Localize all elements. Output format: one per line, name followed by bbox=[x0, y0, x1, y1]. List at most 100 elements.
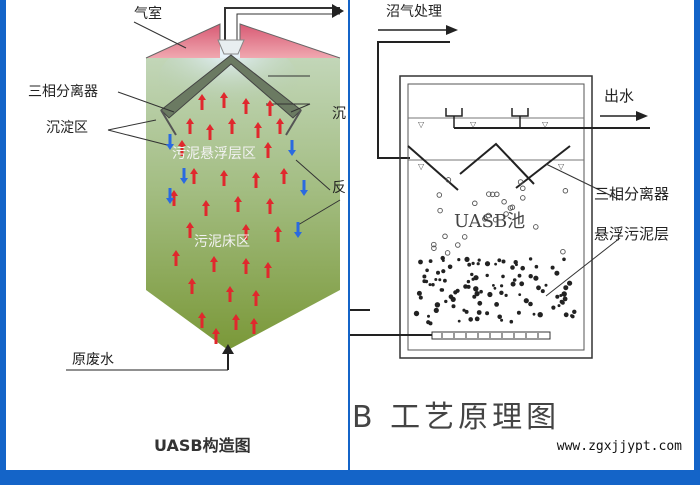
sludge-dot-45 bbox=[540, 289, 545, 294]
sludge-dot-15 bbox=[555, 294, 560, 299]
sludge-dot-81 bbox=[563, 285, 569, 291]
svg-text:▽: ▽ bbox=[558, 162, 565, 171]
up-arrow-icon-18 bbox=[266, 198, 274, 214]
bubble-5 bbox=[461, 234, 468, 240]
sludge-dot-46 bbox=[557, 304, 561, 308]
sludge-dot-64 bbox=[501, 274, 505, 279]
uasb-structure-panel: 气室 三相分离器 沉淀区 污泥悬浮层区 污泥床区 原废水 沉 反 UASB构造图 bbox=[6, 0, 348, 470]
biogas-pipe bbox=[377, 41, 450, 159]
sludge-dot-13 bbox=[472, 294, 477, 299]
bubble-14 bbox=[482, 216, 488, 222]
label-effluent: 出水 bbox=[604, 87, 635, 105]
sludge-dot-33 bbox=[425, 268, 429, 273]
sludge-dot-27 bbox=[428, 283, 432, 287]
bubble-6 bbox=[517, 179, 524, 185]
sludge-dot-76 bbox=[504, 293, 508, 297]
up-arrow-icon-5 bbox=[206, 124, 214, 140]
sludge-dot-31 bbox=[517, 273, 522, 278]
sludge-dot-102 bbox=[434, 278, 438, 281]
sludge-dot-91 bbox=[493, 286, 497, 290]
label-cut-right-1: 沉 bbox=[332, 106, 346, 122]
sludge-dot-19 bbox=[554, 270, 560, 276]
uasb-structure-diagram bbox=[66, 4, 344, 371]
sludge-dot-90 bbox=[494, 262, 497, 266]
effluent-arrow-icon bbox=[636, 111, 648, 121]
sludge-dot-104 bbox=[500, 318, 504, 322]
sludge-dot-26 bbox=[440, 255, 445, 261]
bubble-15 bbox=[520, 195, 526, 201]
sludge-dot-77 bbox=[476, 310, 482, 315]
sludge-dot-100 bbox=[510, 265, 515, 270]
sludge-dot-79 bbox=[476, 262, 480, 266]
gas-bubbles bbox=[431, 177, 569, 256]
sludge-dot-78 bbox=[499, 290, 504, 295]
sludge-dot-67 bbox=[567, 280, 573, 286]
bubble-24 bbox=[509, 204, 516, 211]
sludge-dot-11 bbox=[477, 300, 483, 306]
sludge-dot-25 bbox=[462, 308, 466, 312]
sludge-dot-50 bbox=[464, 256, 470, 262]
sludge-dot-107 bbox=[467, 262, 472, 267]
left-caption: UASB构造图 bbox=[154, 436, 251, 455]
sludge-dot-84 bbox=[422, 279, 427, 284]
distributor-holes bbox=[441, 333, 539, 338]
sludge-dot-56 bbox=[559, 294, 563, 297]
inlet-arrow-icon bbox=[222, 344, 234, 354]
up-arrow-icon-30 bbox=[232, 314, 240, 330]
sludge-dot-42 bbox=[516, 310, 521, 315]
bubble-22 bbox=[455, 242, 461, 248]
up-arrow-icon-11 bbox=[190, 168, 198, 184]
label-settling-zone: 沉淀区 bbox=[46, 120, 88, 136]
sludge-dot-47 bbox=[473, 286, 479, 292]
sludge-dot-101 bbox=[528, 257, 533, 261]
sludge-dot-9 bbox=[518, 293, 522, 296]
sludge-dot-83 bbox=[470, 272, 474, 277]
up-arrow-icon-10 bbox=[264, 142, 272, 158]
label-suspended-sludge-layer: 悬浮污泥层 bbox=[594, 225, 670, 243]
up-arrow-icon-29 bbox=[198, 312, 206, 328]
sludge-dot-96 bbox=[551, 305, 556, 310]
sludge-dot-108 bbox=[464, 309, 469, 314]
bubble-10 bbox=[445, 177, 452, 183]
sludge-dot-38 bbox=[560, 300, 565, 305]
sludge-dot-4 bbox=[485, 311, 490, 316]
separator-glow bbox=[158, 40, 298, 120]
bubble-8 bbox=[520, 185, 526, 192]
sludge-dot-94 bbox=[570, 314, 574, 318]
sludge-dot-18 bbox=[528, 301, 533, 307]
up-arrow-icon-8 bbox=[276, 118, 284, 134]
bubble-21 bbox=[431, 245, 437, 251]
gas-collector bbox=[217, 39, 245, 55]
label-cut-right-2: 反 bbox=[332, 180, 346, 196]
sludge-dot-82 bbox=[484, 261, 491, 267]
sludge-dot-68 bbox=[544, 283, 548, 287]
uasb-principle-panel: ▽▽▽ ▽▽ bbox=[350, 0, 694, 470]
sludge-dot-32 bbox=[427, 314, 430, 318]
tank-outer-wall bbox=[399, 75, 593, 359]
up-arrow-icon-16 bbox=[202, 200, 210, 216]
sludge-dot-62 bbox=[477, 258, 481, 262]
sludge-dot-35 bbox=[474, 291, 480, 297]
up-arrow-icon-13 bbox=[252, 172, 260, 188]
label-raw-wastewater: 原废水 bbox=[72, 352, 114, 368]
up-arrow-icon-1 bbox=[220, 92, 228, 108]
bubble-16 bbox=[444, 250, 451, 256]
up-arrow-icon-32 bbox=[250, 318, 258, 334]
up-arrow-icon-4 bbox=[186, 118, 194, 134]
sludge-dot-105 bbox=[471, 261, 475, 265]
sludge-dot-60 bbox=[487, 291, 493, 298]
sludge-dot-8 bbox=[563, 312, 569, 318]
sludge-particles bbox=[413, 255, 577, 326]
sludge-dot-61 bbox=[431, 283, 435, 287]
sludge-dot-17 bbox=[457, 258, 461, 262]
bubble-17 bbox=[486, 191, 492, 197]
watermark: www.zgxjjypt.com bbox=[556, 439, 682, 454]
sludge-dot-85 bbox=[572, 309, 577, 314]
sludge-dot-99 bbox=[473, 275, 479, 281]
svg-text:▽: ▽ bbox=[470, 120, 477, 129]
up-arrow-icon-23 bbox=[210, 256, 218, 272]
bubble-19 bbox=[442, 233, 448, 240]
sludge-dot-75 bbox=[512, 278, 517, 282]
gas-pipe bbox=[224, 7, 340, 40]
up-arrow-icon-3 bbox=[266, 100, 274, 116]
